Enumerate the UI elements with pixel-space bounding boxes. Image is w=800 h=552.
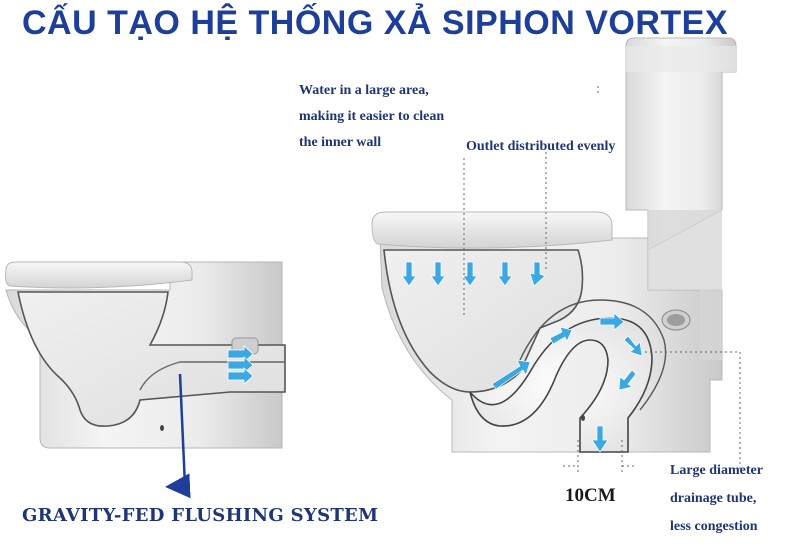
guide-lines [463, 86, 741, 472]
drainage-label: Large diameter drainage tube, less conge… [670, 457, 763, 541]
water-area-label: Water in a large area, making it easier … [299, 78, 444, 156]
rim-flow-arrows [401, 261, 546, 287]
page-title: CẤU TẠO HỆ THỐNG XẢ SIPHON VORTEX [22, 4, 728, 42]
drainage-line-2: drainage tube, [670, 491, 757, 506]
tube-size-label: 10CM [565, 485, 616, 506]
gravity-flow-arrows [227, 345, 254, 385]
siphon-toilet [371, 37, 741, 472]
gravity-system-label: Gravity-fed flushing system [22, 505, 379, 526]
water-area-line-1: Water in a large area, [299, 83, 429, 98]
drainage-line-3: less congestion [670, 519, 758, 534]
siphon-flow-arrows [491, 312, 643, 453]
outlet-label: Outlet distributed evenly [466, 139, 616, 154]
drainage-line-1: Large diameter [670, 463, 763, 478]
water-area-line-2: making it easier to clean [299, 109, 445, 124]
gravity-toilet [5, 261, 286, 499]
gravity-pointer-arrow [165, 373, 191, 499]
water-area-line-3: the inner wall [299, 135, 382, 150]
